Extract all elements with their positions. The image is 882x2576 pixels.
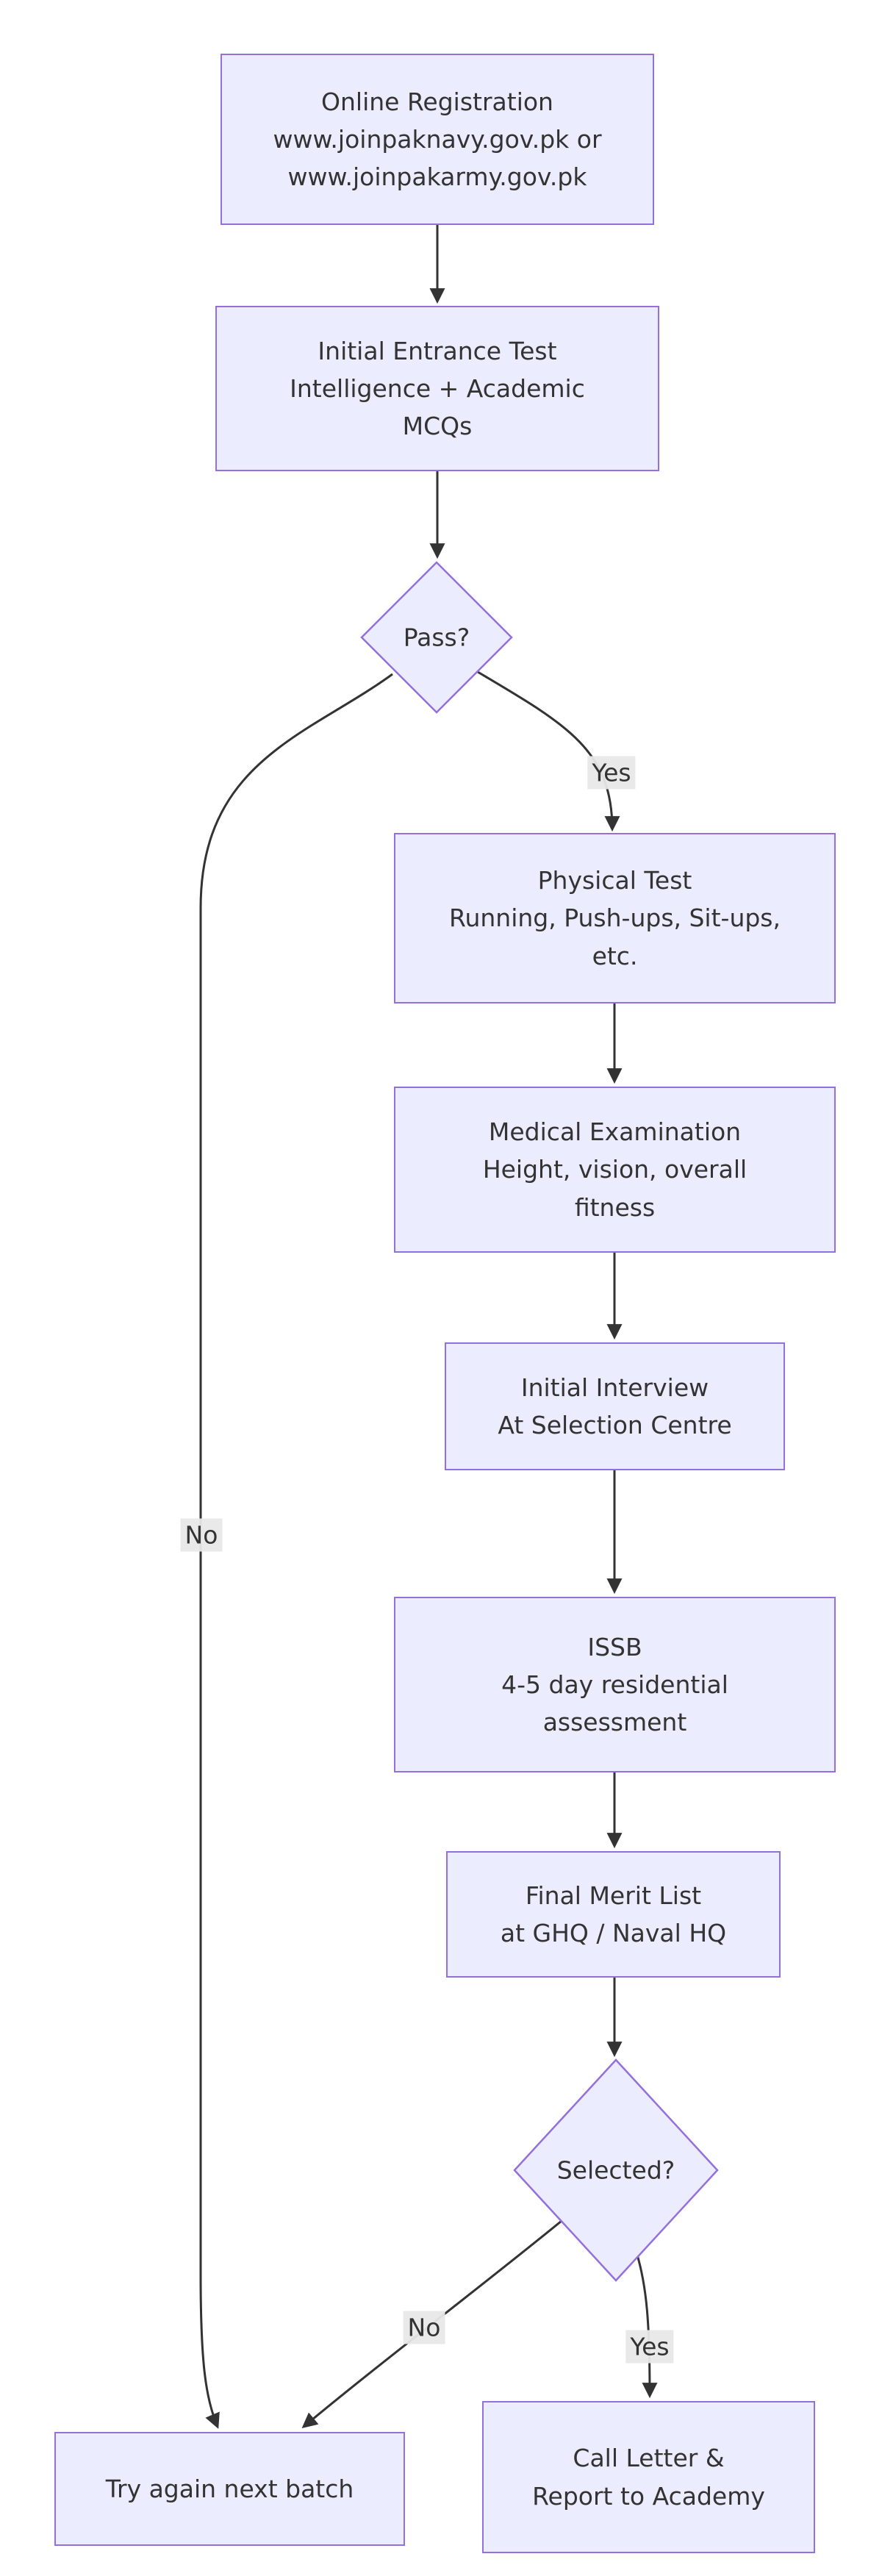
node-text-line: At Selection Centre (498, 1411, 732, 1439)
node-text-line: Initial Interview (520, 1373, 709, 1402)
node-try-again: Try again next batch (54, 2432, 405, 2546)
edge-pass-no-to-try-again (199, 673, 393, 2429)
node-text-line: Report to Academy (532, 2481, 765, 2511)
node-text-line: etc. (592, 941, 638, 970)
node-initial-interview: Initial Interview At Selection Centre (445, 1342, 785, 1470)
node-initial-entrance-test: Initial Entrance Test Intelligence + Aca… (215, 306, 659, 471)
node-medical-examination: Medical Examination Height, vision, over… (394, 1087, 836, 1253)
node-text-line: ISSB (587, 1632, 642, 1661)
node-text-line: assessment (542, 1708, 687, 1737)
node-text-line: fitness (574, 1192, 656, 1222)
edge-label-pass-yes: Yes (587, 756, 636, 790)
edge-label-selected-no: No (403, 2311, 445, 2344)
node-physical-test: Physical Test Running, Push-ups, Sit-ups… (394, 833, 836, 1003)
node-text-line: Intelligence + Academic (290, 373, 585, 403)
node-text-line: Running, Push-ups, Sit-ups, (449, 904, 781, 933)
edge-label-selected-yes: Yes (625, 2330, 674, 2364)
node-text-line: Call Letter & (573, 2444, 725, 2473)
node-issb: ISSB 4-5 day residential assessment (394, 1597, 836, 1772)
node-text-line: Initial Entrance Test (318, 336, 557, 365)
node-selected-decision-label: Selected? (556, 2155, 675, 2185)
node-call-letter: Call Letter & Report to Academy (482, 2401, 815, 2553)
node-final-merit-list: Final Merit List at GHQ / Naval HQ (446, 1851, 781, 1978)
node-text-line: www.joinpaknavy.gov.pk or (273, 124, 602, 154)
node-pass-decision-label: Pass? (403, 623, 470, 652)
node-online-registration: Online Registration www.joinpaknavy.gov.… (220, 54, 654, 225)
node-text-line: MCQs (402, 412, 473, 441)
node-text-line: Physical Test (537, 866, 692, 895)
node-text-line: Online Registration (321, 87, 553, 116)
node-text-line: at GHQ / Naval HQ (500, 1919, 727, 1947)
node-pass-decision-shape (360, 561, 513, 714)
edge-pass-yes-to-physical-test (477, 670, 620, 832)
node-text-line: 4-5 day residential (501, 1670, 728, 1699)
node-text-line: www.joinpakarmy.gov.pk (287, 162, 587, 192)
node-text-line: Try again next batch (105, 2474, 354, 2503)
node-text-line: Medical Examination (488, 1117, 742, 1147)
edge-selected-yes-to-call-letter (635, 2252, 658, 2399)
node-selected-decision-shape (513, 2058, 719, 2282)
node-text-line: Final Merit List (525, 1881, 702, 1910)
node-text-line: Height, vision, overall (482, 1155, 747, 1184)
edge-label-pass-no: No (180, 1518, 223, 1552)
